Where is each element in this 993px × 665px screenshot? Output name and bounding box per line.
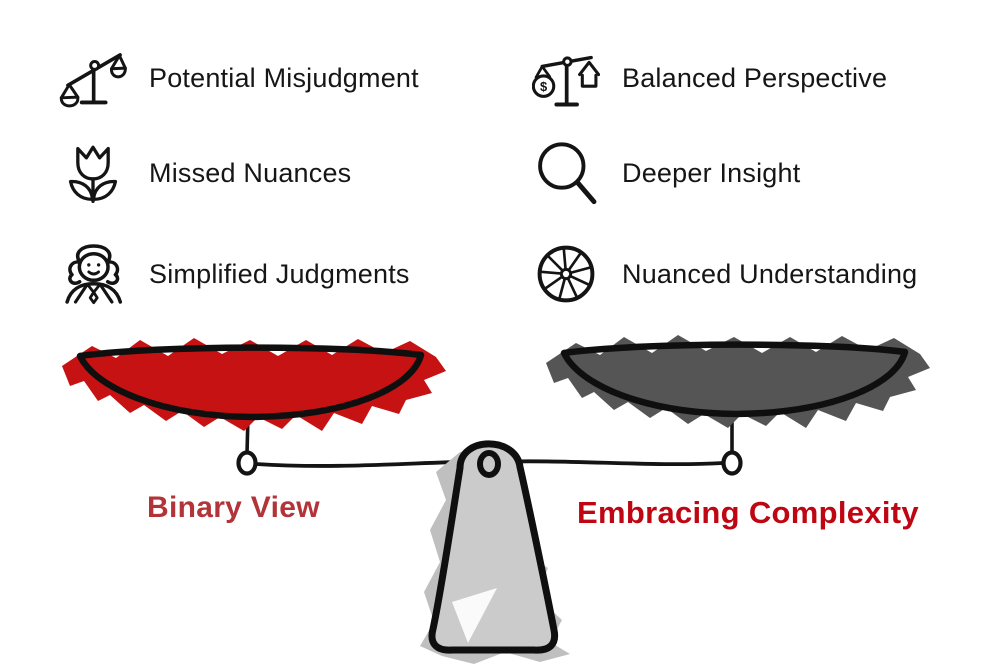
right-beam-knob bbox=[721, 450, 743, 476]
unbalanced-scale-icon bbox=[54, 41, 132, 115]
legend-item-label: Nuanced Understanding bbox=[622, 258, 918, 289]
legend-item-potential-misjudgment: Potential Misjudgment bbox=[54, 41, 419, 115]
dollar-glyph: $ bbox=[540, 79, 547, 94]
right-scale-label: Embracing Complexity bbox=[577, 495, 919, 530]
fulcrum-highlight bbox=[452, 588, 497, 643]
legend-item-deeper-insight: Deeper Insight bbox=[527, 136, 800, 210]
balanced-scale-money-house-icon: $ bbox=[527, 41, 605, 115]
legend-item-nuanced-understanding: Nuanced Understanding bbox=[527, 237, 917, 311]
legend-item-label: Potential Misjudgment bbox=[149, 62, 419, 93]
legend-item-label: Balanced Perspective bbox=[622, 62, 888, 93]
fulcrum-hole bbox=[477, 450, 501, 478]
legend-item-label: Simplified Judgments bbox=[149, 258, 410, 289]
legend-item-balanced-perspective: $ Balanced Perspective bbox=[527, 41, 887, 115]
right-bowl bbox=[546, 335, 930, 428]
legend-item-missed-nuances: Missed Nuances bbox=[54, 136, 351, 210]
wheel-icon bbox=[527, 237, 605, 311]
legend-item-simplified-judgments: Simplified Judgments bbox=[54, 237, 410, 311]
magnifier-icon bbox=[527, 136, 605, 210]
fulcrum-body bbox=[428, 440, 559, 654]
tulip-icon bbox=[54, 136, 132, 210]
legend-item-label: Missed Nuances bbox=[149, 157, 352, 188]
left-scale-label: Binary View bbox=[147, 491, 320, 524]
left-bowl bbox=[62, 338, 446, 431]
left-beam-knob bbox=[236, 450, 258, 476]
legend-item-label: Deeper Insight bbox=[622, 157, 801, 188]
judge-icon bbox=[54, 237, 132, 311]
